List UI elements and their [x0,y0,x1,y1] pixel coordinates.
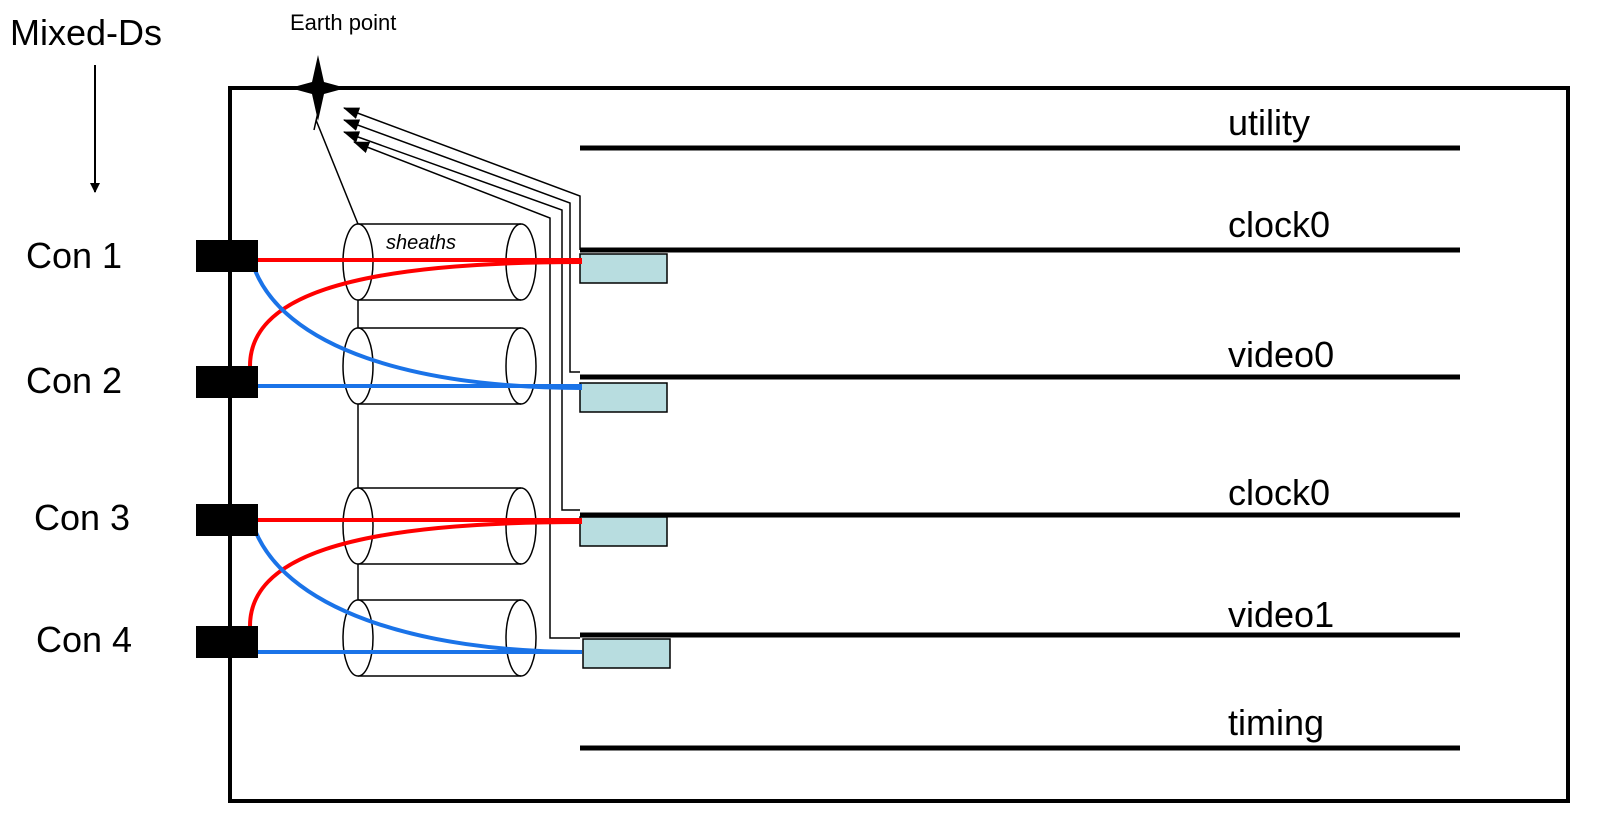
wire-con3-blue [250,521,583,654]
bus-label-clock0-a: clock0 [1228,204,1330,245]
tap-box-2 [579,382,668,413]
ground-wire-3 [343,131,580,511]
mixed-ds-label: Mixed-Ds [10,12,162,53]
bus-label-clock0-b: clock0 [1228,472,1330,513]
sheath-ground-line [315,119,359,225]
tap-box-3 [579,516,668,547]
bus-label-video1: video1 [1228,594,1334,635]
connector-label-3: Con 3 [34,497,130,538]
signal-wires [248,258,583,654]
bus-label-utility: utility [1228,102,1310,143]
board-outline [228,86,1570,803]
connector-block-2 [196,366,258,398]
sheaths-label: sheaths [386,232,456,254]
connector-block-1 [196,240,258,272]
bus-label-video0: video0 [1228,334,1334,375]
ground-wires [343,107,581,639]
sheath-cylinders [342,223,537,677]
connector-block-3 [196,504,258,536]
connector-label-2: Con 2 [26,360,122,401]
connector-block-4 [196,626,258,658]
bus-lines [580,145,1460,751]
ground-wire-4 [353,141,580,639]
connector-label-1: Con 1 [26,235,122,276]
bus-label-timing: timing [1228,702,1324,743]
wire-con4-red [248,520,583,627]
wire-con2-red [248,260,583,367]
connector-label-4: Con 4 [36,619,132,660]
ground-wire-1 [343,107,581,250]
connectors [196,240,258,658]
earth-point-icon [290,55,346,121]
earth-point-label: Earth point [290,10,396,35]
ground-wire-2 [343,119,580,373]
tap-boxes [579,253,671,669]
tap-box-1 [579,253,668,284]
tap-box-4 [582,638,671,669]
sheath-cylinder-2 [342,327,537,405]
